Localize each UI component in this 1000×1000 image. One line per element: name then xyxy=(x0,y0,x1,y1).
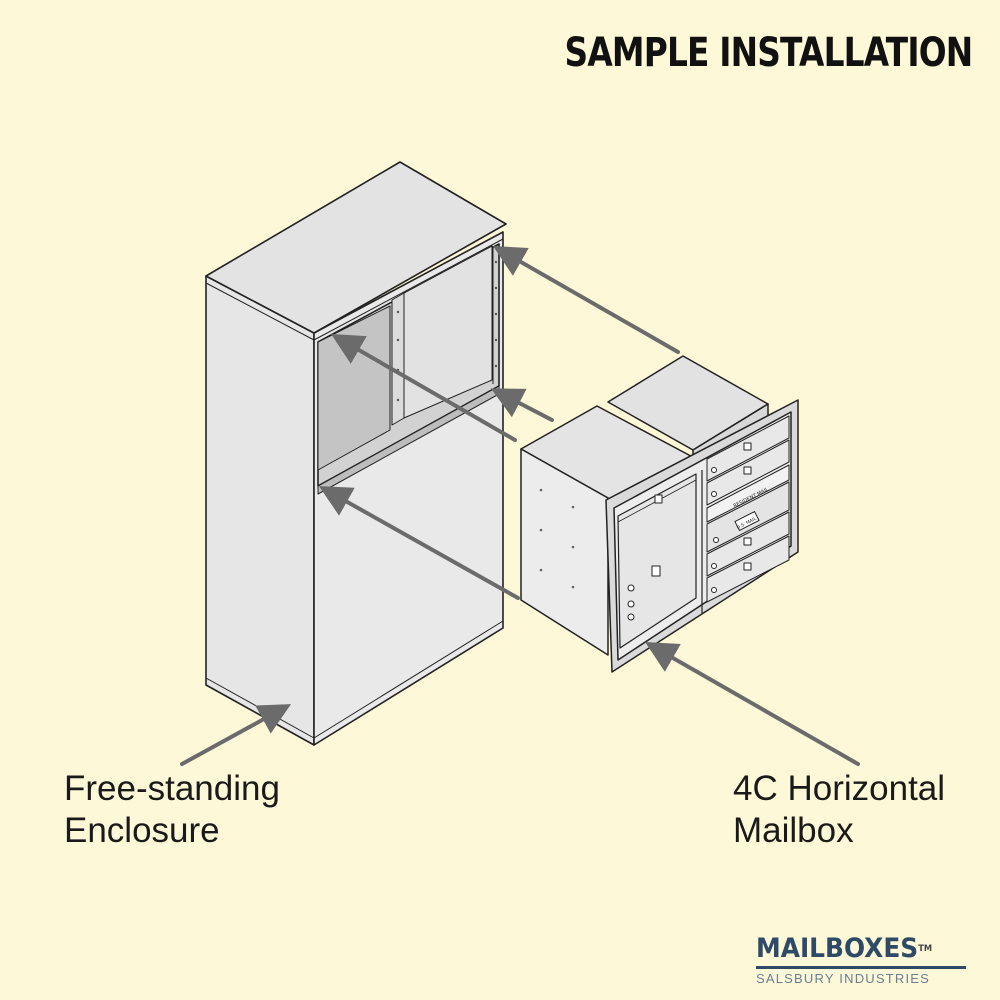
arrow-top-right xyxy=(493,246,680,354)
arrow-middle xyxy=(490,388,554,422)
parcel-door xyxy=(617,473,697,649)
enclosure-label-line-2: Enclosure xyxy=(64,811,220,850)
brand-name-text: MAILBOXES xyxy=(756,933,919,964)
installation-arrows xyxy=(180,246,860,766)
mailbox-label-line-2: Mailbox xyxy=(733,811,854,850)
enclosure-top-face xyxy=(205,161,507,334)
enclosure-left-face xyxy=(205,275,315,746)
page-title: SAMPLE INSTALLATION xyxy=(564,30,973,76)
brand-rule xyxy=(756,966,966,969)
directory-strip xyxy=(706,464,790,523)
mailbox-label: 4C Horizontal Mailbox xyxy=(733,768,945,852)
brand-logo: MAILBOXESTM SALSBURY INDUSTRIES xyxy=(756,934,976,986)
enclosure-label: Free-standing Enclosure xyxy=(64,768,280,852)
brand-subtitle: SALSBURY INDUSTRIES xyxy=(756,971,931,986)
arrow-to-mailbox xyxy=(645,642,860,766)
free-standing-enclosure xyxy=(205,161,507,746)
arrow-to-enclosure xyxy=(180,704,292,766)
enclosure-label-line-1: Free-standing xyxy=(64,769,280,808)
brand-trademark: TM xyxy=(918,944,933,954)
arrow-bottom xyxy=(319,486,520,600)
brand-name: MAILBOXESTM xyxy=(756,934,958,964)
arrow-top-left xyxy=(331,334,517,442)
4c-horizontal-mailbox xyxy=(520,355,799,673)
mailbox-side-face xyxy=(520,448,609,656)
mailbox-label-line-1: 4C Horizontal xyxy=(733,769,946,808)
